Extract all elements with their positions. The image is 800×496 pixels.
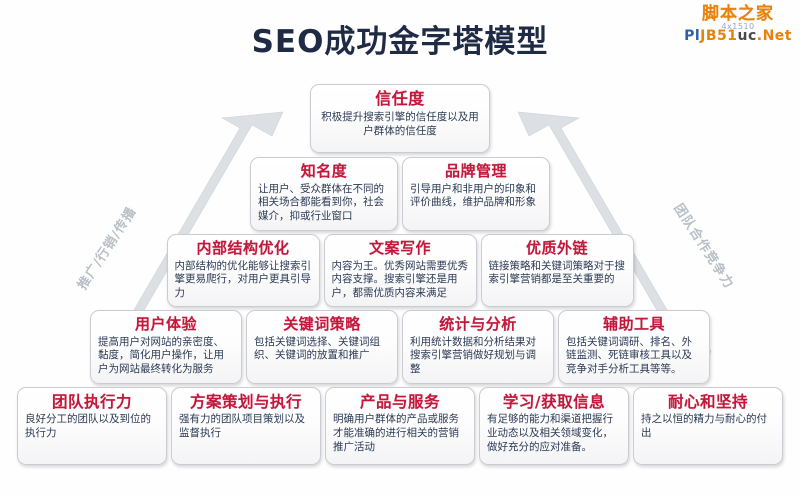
card-title: 辅助工具 — [602, 315, 665, 333]
card-body: 链接策略和关键词策略对于搜索引擎营销都是至关重要的 — [488, 259, 626, 286]
pyramid-card[interactable]: 内部结构优化 内部结构的优化能够让搜索引擎更易爬行，对用户更具引导力 — [166, 234, 320, 307]
card-body: 明确用户群体的产品或服务才能准确的进行相关的营销推广活动 — [333, 413, 459, 454]
pyramid-row-5: 团队执行力 良好分工的团队以及到位的执行力 方案策划与执行 强有力的团队项目策划… — [0, 387, 800, 465]
card-title: 方案策划与执行 — [189, 393, 302, 411]
card-title: 内部结构优化 — [196, 239, 290, 257]
pyramid-card[interactable]: 统计与分析 利用统计数据和分析结果对搜索引擎营销做好规划与调整 — [402, 310, 554, 384]
card-body: 良好分工的团队以及到位的执行力 — [25, 413, 151, 440]
card-title: 耐心和坚持 — [667, 393, 748, 411]
card-title: 知名度 — [300, 162, 348, 180]
card-body: 有足够的能力和渠道把握行业动态以及相关领域变化，做好充分的应对准备。 — [487, 413, 613, 454]
card-body: 内容为王。优秀网站需要优秀内容支撑。搜索引擎还是用户，都需优质内容来满足 — [331, 259, 469, 300]
card-body: 强有力的团队项目策划以及监督执行 — [179, 413, 305, 440]
card-body: 包括关键词选择、关键词组织、关键词的放置和推广 — [254, 335, 380, 362]
pyramid-card[interactable]: 用户体验 提高用户对网站的亲密度、黏度，简化用户操作，让用户为网站最终转化为服务 — [90, 310, 242, 384]
card-body: 包括关键词调研、排名、外链监测、死链审核工具以及竞争对手分析工具等等。 — [566, 335, 692, 376]
pyramid-card[interactable]: 产品与服务 明确用户群体的产品或服务才能准确的进行相关的营销推广活动 — [325, 387, 475, 465]
pyramid-card[interactable]: 关键词策略 包括关键词选择、关键词组织、关键词的放置和推广 — [246, 310, 398, 384]
pyramid-row-3: 内部结构优化 内部结构的优化能够让搜索引擎更易爬行，对用户更具引导力 文案写作 … — [0, 234, 800, 307]
pyramid-card[interactable]: 耐心和坚持 持之以恒的精力与耐心的付出 — [633, 387, 783, 465]
pyramid-card[interactable]: 辅助工具 包括关键词调研、排名、外链监测、死链审核工具以及竞争对手分析工具等等。 — [558, 310, 710, 384]
pyramid-card[interactable]: 优质外链 链接策略和关键词策略对于搜索引擎营销都是至关重要的 — [480, 234, 634, 307]
card-title: 统计与分析 — [439, 315, 517, 333]
card-body: 利用统计数据和分析结果对搜索引擎营销做好规划与调整 — [410, 335, 536, 376]
card-title: 学习/获取信息 — [502, 393, 606, 411]
pyramid-card[interactable]: 知名度 让用户、受众群体在不同的相关场合都能看到你，社会媒介，抑或行业窗口 — [250, 157, 398, 231]
card-title: 文案写作 — [368, 239, 431, 257]
card-title: 信任度 — [375, 89, 425, 108]
card-title: 团队执行力 — [51, 393, 132, 411]
card-body: 提高用户对网站的亲密度、黏度，简化用户操作，让用户为网站最终转化为服务 — [98, 335, 224, 376]
card-title: 产品与服务 — [359, 393, 440, 411]
card-title: 关键词策略 — [283, 315, 361, 333]
card-title: 优质外链 — [525, 239, 588, 257]
pyramid-card[interactable]: 团队执行力 良好分工的团队以及到位的执行力 — [17, 387, 167, 465]
card-title: 用户体验 — [134, 315, 197, 333]
pyramid-card[interactable]: 品牌管理 引导用户和非用户的印象和评价曲线，维护品牌和形象 — [402, 157, 550, 231]
pyramid-row-4: 用户体验 提高用户对网站的亲密度、黏度，简化用户操作，让用户为网站最终转化为服务… — [0, 310, 800, 384]
page-title: SEO成功金字塔模型 — [251, 24, 549, 60]
card-body: 让用户、受众群体在不同的相关场合都能看到你，社会媒介，抑或行业窗口 — [258, 182, 384, 223]
pyramid-card[interactable]: 方案策划与执行 强有力的团队项目策划以及监督执行 — [171, 387, 321, 465]
card-title: 品牌管理 — [444, 162, 507, 180]
card-body: 引导用户和非用户的印象和评价曲线，维护品牌和形象 — [410, 182, 536, 209]
pyramid-row-2: 知名度 让用户、受众群体在不同的相关场合都能看到你，社会媒介，抑或行业窗口 品牌… — [0, 157, 800, 231]
card-body: 积极提升搜索引擎的信任度以及用户群体的信任度 — [321, 110, 479, 137]
card-body: 内部结构的优化能够让搜索引擎更易爬行，对用户更具引导力 — [174, 259, 312, 300]
pyramid-card[interactable]: 文案写作 内容为王。优秀网站需要优秀内容支撑。搜索引擎还是用户，都需优质内容来满… — [323, 234, 477, 307]
pyramid-row-1: 信任度 积极提升搜索引擎的信任度以及用户群体的信任度 — [0, 84, 800, 153]
pyramid-card[interactable]: 学习/获取信息 有足够的能力和渠道把握行业动态以及相关领域变化，做好充分的应对准… — [479, 387, 629, 465]
card-body: 持之以恒的精力与耐心的付出 — [641, 413, 767, 440]
pyramid-card[interactable]: 信任度 积极提升搜索引擎的信任度以及用户群体的信任度 — [310, 84, 490, 153]
